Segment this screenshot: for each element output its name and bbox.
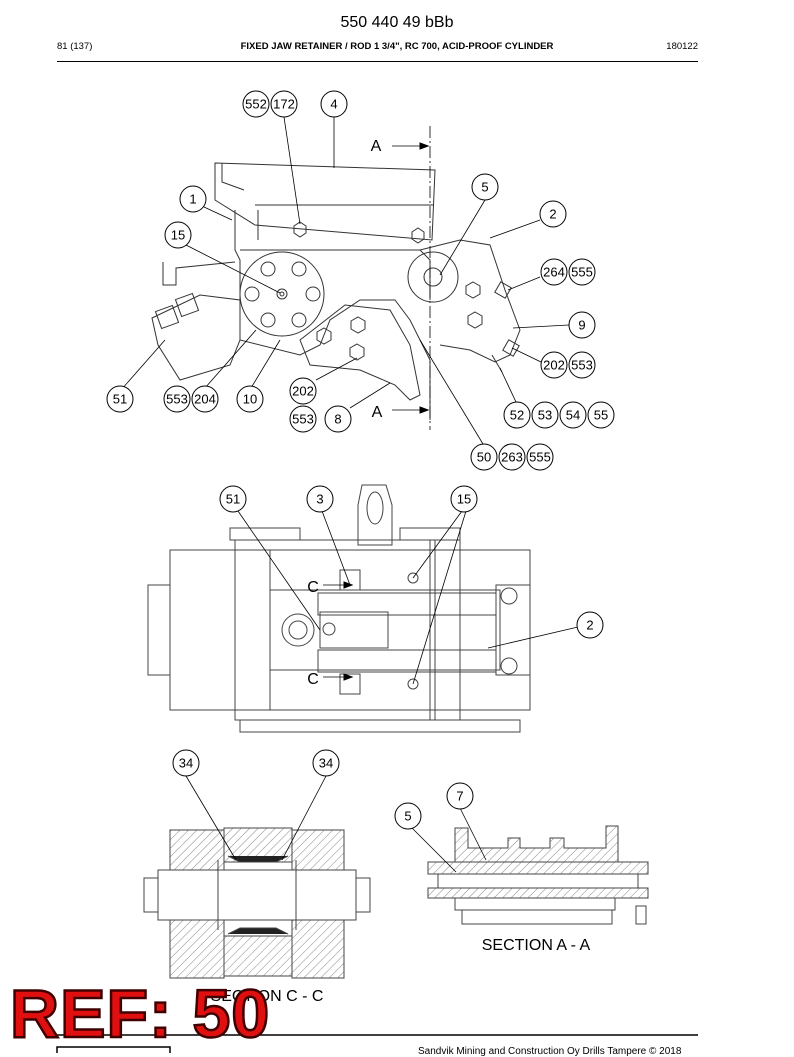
- callout-bubble: 5: [394, 802, 422, 830]
- svg-text:51: 51: [113, 392, 127, 407]
- svg-text:1: 1: [189, 192, 196, 207]
- callout-bubble: 3: [306, 485, 334, 513]
- svg-text:264: 264: [543, 265, 565, 280]
- callout-bubble: 53: [531, 401, 559, 429]
- svg-text:3: 3: [316, 492, 323, 507]
- svg-text:8: 8: [334, 412, 341, 427]
- callout-bubble: 552: [242, 90, 270, 118]
- svg-text:10: 10: [243, 392, 257, 407]
- svg-text:55: 55: [594, 408, 608, 423]
- top-view-callouts: 552 172 4 1 5 2 15 264 555 9 202 553 51 …: [106, 90, 615, 471]
- page-title: FIXED JAW RETAINER / ROD 1 3/4", RC 700,…: [240, 41, 554, 52]
- callout-bubble: 555: [568, 258, 596, 286]
- callout-bubble: 2: [539, 200, 567, 228]
- callout-bubble: 202: [289, 377, 317, 405]
- callout-bubble: 34: [172, 749, 200, 777]
- callout-bubble: 553: [163, 385, 191, 413]
- svg-text:15: 15: [171, 228, 185, 243]
- callout-bubble: 172: [270, 90, 298, 118]
- svg-text:555: 555: [529, 450, 551, 465]
- svg-text:172: 172: [273, 97, 295, 112]
- svg-text:5: 5: [481, 180, 488, 195]
- svg-text:52: 52: [510, 408, 524, 423]
- svg-text:51: 51: [226, 492, 240, 507]
- date-code: 180122: [666, 41, 698, 52]
- ref-stamp: REF: 50: [9, 976, 271, 1052]
- section-cc-arrows: [323, 581, 354, 681]
- section-aa-drawing: [427, 825, 649, 925]
- callout-bubble: 4: [320, 90, 348, 118]
- callout-bubble: 15: [450, 485, 478, 513]
- section-cc-leaders: [185, 775, 327, 861]
- callout-bubble: 52: [503, 401, 531, 429]
- plan-view-leaders: [237, 510, 579, 685]
- callout-bubble: 553: [289, 405, 317, 433]
- footer-logo-box: [56, 1046, 171, 1053]
- plan-view-callouts: 51 3 15 2: [219, 485, 604, 639]
- callout-bubble: 9: [568, 311, 596, 339]
- svg-text:553: 553: [571, 358, 593, 373]
- callout-bubble: 553: [568, 351, 596, 379]
- callout-bubble: 204: [191, 385, 219, 413]
- page-number: 81 (137): [57, 41, 93, 52]
- svg-text:2: 2: [586, 618, 593, 633]
- section-cc-title: SECTION C - C: [211, 988, 324, 1005]
- svg-text:34: 34: [319, 756, 333, 771]
- section-cc-marker-bottom: C: [307, 671, 319, 688]
- callout-bubble: 15: [164, 221, 192, 249]
- svg-text:552: 552: [245, 97, 267, 112]
- header-rule: [57, 61, 698, 62]
- document-number: 550 440 49 bBb: [340, 14, 454, 31]
- svg-text:54: 54: [566, 408, 580, 423]
- section-aa-cut-line: [392, 126, 431, 430]
- callout-bubble: 555: [526, 443, 554, 471]
- callout-bubble: 202: [540, 351, 568, 379]
- svg-text:34: 34: [179, 756, 193, 771]
- section-aa-marker-top: A: [371, 138, 382, 155]
- callout-bubble: 264: [540, 258, 568, 286]
- callout-bubble: 34: [312, 749, 340, 777]
- svg-text:53: 53: [538, 408, 552, 423]
- callout-bubble: 7: [446, 782, 474, 810]
- svg-text:263: 263: [501, 450, 523, 465]
- callout-bubble: 1: [179, 185, 207, 213]
- top-view-leaders: [120, 116, 570, 445]
- svg-text:4: 4: [330, 97, 337, 112]
- top-view-drawing: [151, 162, 521, 420]
- svg-text:555: 555: [571, 265, 593, 280]
- section-cc-callouts: 34 34: [172, 749, 340, 777]
- callout-bubble: 51: [219, 485, 247, 513]
- svg-text:202: 202: [292, 384, 314, 399]
- section-cc-marker-top: C: [307, 579, 319, 596]
- section-aa-marker-bottom: A: [372, 404, 383, 421]
- svg-text:15: 15: [457, 492, 471, 507]
- svg-text:2: 2: [549, 207, 556, 222]
- callout-bubble: 50: [470, 443, 498, 471]
- callout-bubble: 8: [324, 405, 352, 433]
- svg-text:553: 553: [166, 392, 188, 407]
- footer-copyright: Sandvik Mining and Construction Oy Drill…: [418, 1046, 682, 1057]
- callout-bubble: 55: [587, 401, 615, 429]
- svg-text:50: 50: [477, 450, 491, 465]
- svg-text:553: 553: [292, 412, 314, 427]
- svg-text:5: 5: [404, 809, 411, 824]
- svg-text:202: 202: [543, 358, 565, 373]
- section-cc-drawing: [143, 827, 371, 979]
- callout-bubble: 51: [106, 385, 134, 413]
- section-aa-callouts: 7 5: [394, 782, 474, 830]
- svg-text:204: 204: [194, 392, 216, 407]
- callout-bubble: 54: [559, 401, 587, 429]
- callout-bubble: 10: [236, 385, 264, 413]
- callout-bubble: 263: [498, 443, 526, 471]
- callout-bubble: 2: [576, 611, 604, 639]
- section-aa-leaders: [411, 807, 487, 873]
- plan-view-drawing: [147, 484, 531, 733]
- svg-text:9: 9: [578, 318, 585, 333]
- callout-bubble: 5: [471, 173, 499, 201]
- section-aa-title: SECTION A - A: [482, 937, 591, 954]
- svg-text:7: 7: [456, 789, 463, 804]
